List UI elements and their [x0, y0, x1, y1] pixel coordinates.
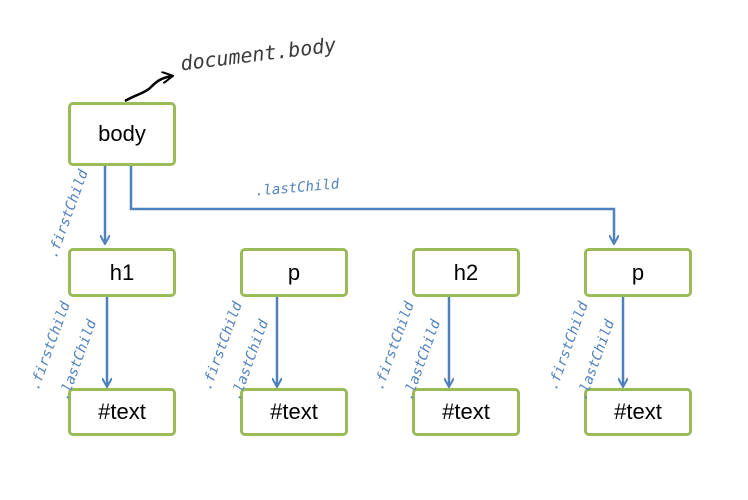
- p-node-2: p: [584, 248, 692, 297]
- body-node: body: [68, 102, 176, 166]
- text-node-1: #text: [68, 388, 176, 436]
- h2-node: h2: [412, 248, 520, 297]
- document-body-pointer-arrow: [124, 76, 172, 103]
- p-node-1: p: [240, 248, 348, 297]
- text-node-4: #text: [584, 388, 692, 436]
- body-lastchild-arrow: [129, 166, 614, 243]
- h1-node: h1: [68, 248, 176, 297]
- text-node-3: #text: [412, 388, 520, 436]
- text-node-2: #text: [240, 388, 348, 436]
